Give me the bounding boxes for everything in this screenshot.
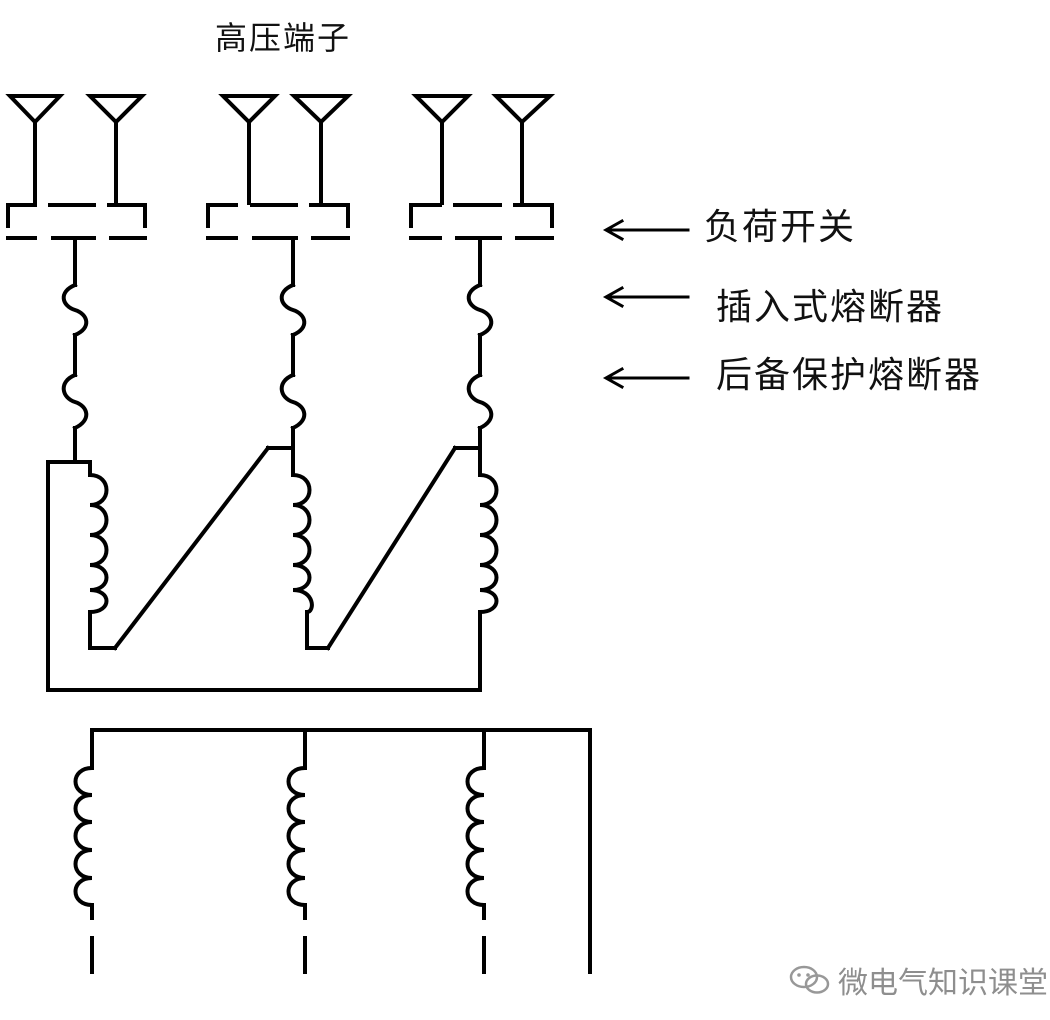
delta-connection-loop [46,460,482,692]
plug-in-fuse [61,282,89,338]
hv-terminal [5,94,65,125]
hv-terminal [218,94,280,125]
backup-fuse [61,372,89,431]
phase-1-primary [5,94,271,651]
watermark: 微电气知识课堂 [788,958,1048,1002]
hv-terminal-title: 高压端子 [215,19,352,57]
backup-fuse [279,372,307,431]
phase-3-primary [409,94,556,692]
primary-coil [87,472,109,615]
hv-terminal [411,94,473,125]
label-arrows [602,218,690,390]
watermark-text: 微电气知识课堂 [838,966,1048,1001]
secondary-coil [286,765,308,908]
secondary-winding [73,728,592,974]
primary-coil [290,472,314,615]
hv-terminal [289,94,353,125]
primary-coil [477,472,499,615]
backup-fuse-label: 后备保护熔断器 [716,355,983,396]
secondary-coil [73,765,95,908]
plug-in-fuse-label: 插入式熔断器 [716,287,945,328]
load-switch [6,203,147,240]
load-switch [409,203,554,240]
plug-in-fuse [279,282,307,338]
phase-2-primary [206,94,458,651]
plug-in-fuse [466,282,494,338]
wechat-icon [789,965,830,994]
load-switch [206,203,350,240]
hv-terminal [491,94,556,125]
hv-terminal [85,94,147,125]
backup-fuse [466,372,494,431]
secondary-coil [465,765,487,908]
load-switch-label: 负荷开关 [704,207,857,248]
